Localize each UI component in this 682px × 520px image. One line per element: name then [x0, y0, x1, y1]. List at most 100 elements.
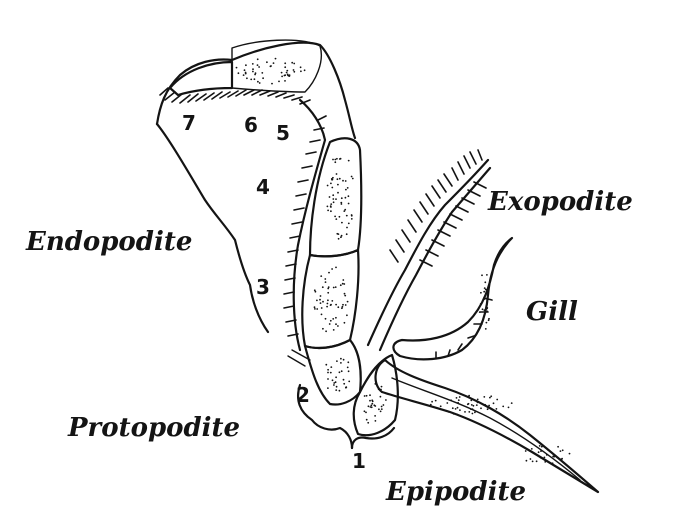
stipple-dot: [379, 395, 382, 398]
stipple-dot: [332, 286, 335, 289]
stipple-dot: [492, 402, 495, 405]
stipple-dot: [332, 198, 335, 200]
stipple-dot: [257, 80, 259, 83]
stipple-dot: [340, 236, 342, 239]
stipple-dot: [495, 408, 498, 410]
stipple-dot: [340, 370, 343, 373]
stipple-dot: [330, 203, 333, 206]
stipple-dot: [334, 158, 337, 161]
stipple-dot: [557, 445, 559, 448]
stipple-dot: [314, 290, 317, 293]
segment-number-2: 2: [296, 383, 310, 407]
stipple-dot: [347, 159, 350, 162]
stipple-dot: [291, 61, 294, 64]
stipple-dot: [335, 316, 337, 319]
stipple-dot: [293, 62, 296, 65]
stipple-dot: [538, 445, 541, 447]
stipple-dot: [331, 186, 334, 189]
stipple-dot: [369, 394, 371, 397]
stipple-dot: [337, 325, 339, 327]
stipple-dot: [552, 455, 554, 458]
stipple-dot: [337, 237, 340, 240]
stipple-dot: [537, 451, 540, 454]
stipple-dot: [335, 385, 338, 388]
stipple-dot: [452, 413, 455, 415]
stipple-dot: [342, 279, 345, 281]
stipple-dot: [334, 286, 337, 288]
inner-edge-hatch-top: [159, 87, 311, 105]
stipple-dot: [335, 389, 338, 391]
stipple-dot: [374, 415, 376, 417]
stipple-dot: [256, 58, 259, 61]
stipple-dot: [456, 413, 459, 416]
stipple-dot: [332, 176, 334, 179]
stipple-dot: [350, 214, 353, 217]
stipple-dot: [278, 80, 280, 83]
stipple-dot: [486, 408, 489, 411]
stipple-dot: [334, 381, 337, 384]
stipple-dot: [270, 65, 272, 67]
stipple-dot: [253, 78, 256, 81]
stipple-dot: [337, 183, 339, 186]
dactyl-segment-outline: [231, 39, 322, 93]
stipple-dot: [327, 299, 329, 302]
stipple-dot: [254, 73, 256, 76]
stipple-dot: [327, 387, 329, 389]
stipple-dot: [367, 405, 370, 408]
stipple-dot: [470, 408, 472, 410]
stipple-dot: [483, 287, 486, 289]
stipple-dot: [474, 411, 476, 414]
stipple-dot: [339, 284, 342, 287]
stipple-dot: [327, 291, 330, 294]
stipple-dot: [327, 371, 329, 374]
stipple-dot: [369, 399, 371, 402]
stipple-dot: [341, 221, 343, 224]
stipple-dot: [322, 300, 324, 303]
stipple-dot: [331, 300, 334, 302]
stipple-dot: [324, 281, 327, 283]
stipple-dot: [335, 198, 337, 201]
stipple-dot: [342, 378, 345, 381]
stipple-dot: [544, 461, 547, 463]
stipple-dot: [329, 371, 332, 374]
stipple-dot: [342, 303, 344, 306]
stipple-dot: [348, 380, 351, 383]
stipple-dot: [454, 408, 457, 410]
stipple-dot: [286, 69, 289, 72]
label-gill: Gill: [526, 297, 578, 327]
inner-edge-hatch-middle: [283, 115, 327, 337]
label-epipodite: Epipodite: [385, 477, 526, 507]
stipple-dot: [292, 69, 295, 71]
stipple-dot: [540, 445, 543, 448]
stipple-dot: [341, 282, 344, 285]
stipple-dot: [314, 308, 316, 310]
stipple-dot: [529, 458, 532, 460]
stipple-dot: [337, 191, 339, 194]
stipple-dot: [502, 405, 505, 408]
stipple-dot: [450, 399, 452, 402]
stipple-shading: [235, 57, 571, 465]
stipple-dot: [245, 64, 247, 67]
stipple-dot: [330, 366, 333, 368]
stipple-dot: [481, 274, 483, 277]
stipple-dot: [489, 396, 491, 399]
stipple-dot: [252, 68, 254, 71]
stipple-dot: [338, 215, 341, 218]
stipple-dot: [380, 385, 383, 388]
stipple-dot: [457, 399, 460, 402]
stipple-dot: [335, 376, 337, 379]
stipple-dot: [380, 408, 383, 410]
stipple-dot: [343, 321, 346, 324]
coxa-lower-outline: [350, 426, 396, 450]
stipple-dot: [467, 402, 470, 405]
stipple-dot: [336, 360, 338, 362]
stipple-dot: [530, 448, 533, 450]
stipple-dot: [343, 283, 346, 285]
stipple-dot: [330, 210, 332, 213]
stipple-dot: [345, 214, 348, 217]
stipple-dot: [341, 307, 343, 310]
stipple-dot: [486, 310, 489, 313]
stipple-dot: [476, 398, 479, 401]
